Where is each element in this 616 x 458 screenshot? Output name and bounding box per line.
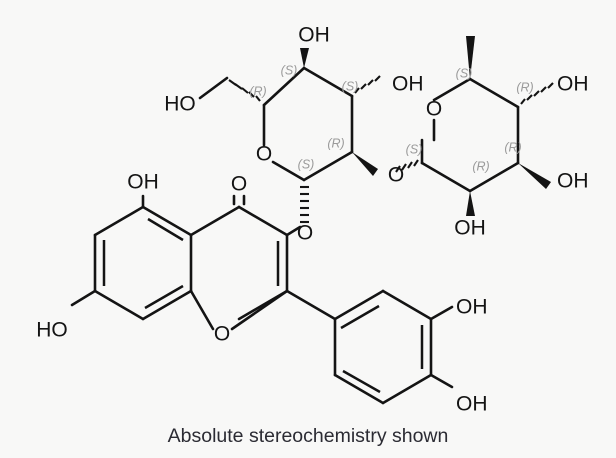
- glucose-hydroxymethyl-arm: [198, 76, 229, 100]
- atom-label-quercetin-4prime-oh: OH: [456, 393, 488, 416]
- stereo-label-glc-c4: (S): [281, 63, 298, 77]
- quercetin-a-ring: [93, 205, 193, 321]
- atom-label-quercetin-5-oh: OH: [127, 171, 159, 194]
- rhamnose-methyl-wedge-bond: [466, 36, 475, 79]
- stereo-label-glc-c1: (S): [298, 157, 315, 171]
- stereochemistry-caption: Absolute stereochemistry shown: [168, 425, 449, 447]
- atom-label-rha-c3-oh: OH: [557, 170, 589, 193]
- glucopyranose-ring: [262, 66, 354, 182]
- atom-label-glc-ring-o: O: [256, 143, 272, 166]
- stereo-label-glc-c3: (S): [342, 79, 359, 93]
- quercetin-b-ring-hydroxyl-bonds: [429, 305, 454, 389]
- quercetin-c-ring-pyranone: [189, 205, 289, 331]
- atom-label-rha-c2-oh: OH: [454, 217, 486, 240]
- glucose-anomeric-hash-bond: [300, 185, 309, 224]
- atom-label-glc-c4-oh: OH: [298, 24, 330, 47]
- atom-label-aglycone-glycosidic-o: O: [297, 222, 313, 245]
- stereo-label-rha-c5: (S): [456, 66, 473, 80]
- atom-label-rha-c4-oh: OH: [557, 73, 589, 96]
- atom-label-quercetin-ketone-o: O: [231, 173, 247, 196]
- atom-label-interglycosidic-o: O: [388, 164, 404, 187]
- heteroatom-labels: OH OH HO O O O O OH OH OH OH HO O O OH O…: [36, 24, 588, 416]
- glucose-c4-wedge-bond: [300, 48, 309, 68]
- atom-label-glc-c6-ho: HO: [164, 93, 196, 116]
- atom-label-chromene-ring-o: O: [214, 323, 230, 346]
- rhamnose-c4-hash-bond: [520, 82, 554, 105]
- stereo-label-rha-c2: (R): [472, 159, 489, 173]
- rhamnose-c2-wedge-bond: [466, 191, 475, 216]
- glucose-c2-wedge-bond: [352, 152, 378, 176]
- quercetin-ketone-bond: [232, 194, 246, 206]
- rhamnose-c3-wedge-bond: [518, 163, 551, 189]
- atom-label-rha-ring-o: O: [426, 98, 442, 121]
- stereo-label-rha-c3: (R): [504, 140, 521, 154]
- stereo-label-glc-c5: (R): [249, 84, 266, 98]
- stereo-label-rha-c1: (S): [406, 142, 423, 156]
- stereo-label-rha-c4: (R): [516, 80, 533, 94]
- glucose-c3-hash-bond: [354, 75, 381, 94]
- atom-label-quercetin-7-ho: HO: [36, 319, 68, 342]
- rhamnose-anomeric-hash-bond: [395, 159, 419, 173]
- atom-label-quercetin-3prime-oh: OH: [456, 296, 488, 319]
- stereo-label-glc-c2: (R): [327, 136, 344, 150]
- rhamnopyranose-ring: [420, 77, 520, 193]
- atom-label-glc-c3-oh: OH: [392, 73, 424, 96]
- aglycone-glycosidic-bond: [285, 225, 302, 237]
- quercetin-a-ring-hydroxyl-bonds: [70, 194, 145, 307]
- quercetin-b-ring-catechol: [285, 289, 433, 405]
- glucose-c5-hash-bond: [228, 79, 261, 102]
- stereocenter-labels: (R) (S) (S) (R) (S) (S) (R) (S) (R) (R): [249, 63, 533, 173]
